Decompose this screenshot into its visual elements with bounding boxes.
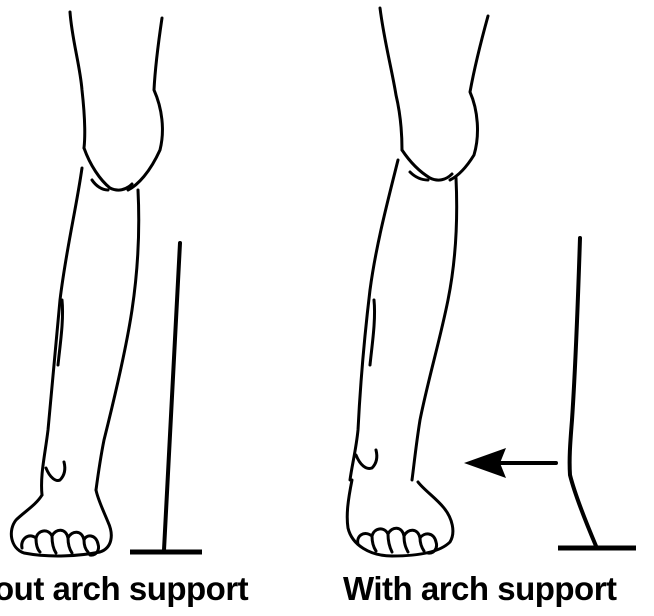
- right-toe-lines: [372, 534, 424, 552]
- right-shin-outline: [412, 178, 457, 480]
- right-ankle: [356, 450, 377, 468]
- right-reference-line: [558, 238, 636, 548]
- left-ankle: [46, 462, 65, 481]
- arrow-icon: [464, 448, 556, 478]
- left-leg-drawing: [11, 12, 162, 556]
- left-knee: [84, 148, 132, 190]
- right-vertical-line: [570, 238, 596, 546]
- caption-with-arch-support: With arch support: [343, 566, 653, 612]
- left-thigh-inner: [128, 18, 162, 190]
- caption-without-arch-support: out arch support: [0, 566, 294, 612]
- left-toe-lines: [36, 536, 88, 553]
- right-thigh-inner: [450, 16, 488, 180]
- right-thigh-outline: [380, 8, 402, 150]
- right-shin-inner: [370, 300, 375, 365]
- arrow-head: [464, 448, 506, 478]
- left-thigh-outline: [70, 12, 85, 148]
- left-shin-outline: [96, 190, 139, 490]
- right-leg-drawing: [347, 8, 488, 556]
- left-reference-line: [130, 243, 202, 552]
- right-knee: [402, 150, 452, 180]
- left-vertical-line: [164, 243, 180, 550]
- left-foot: [11, 490, 111, 556]
